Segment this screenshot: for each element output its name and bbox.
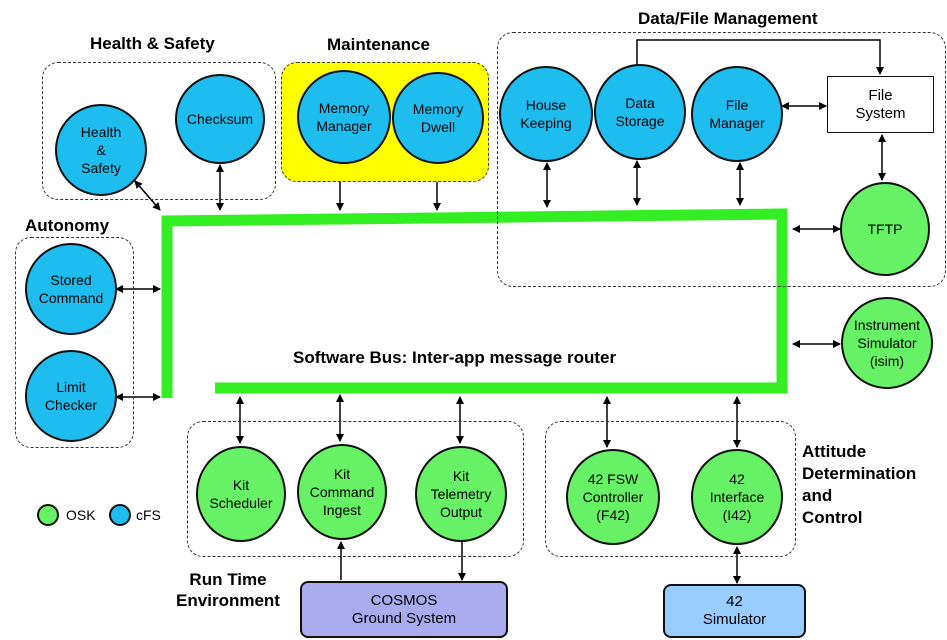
run-time-environment-group: [187, 421, 524, 557]
file-system-node: File System: [827, 76, 934, 133]
kit-scheduler-node: Kit Scheduler: [196, 446, 286, 542]
checksum-node: Checksum: [175, 74, 265, 164]
memory-manager-node: Memory Manager: [297, 70, 391, 164]
file-manager-node: File Manager: [691, 66, 783, 162]
health-safety-title: Health & Safety: [90, 34, 215, 53]
data-storage-node: Data Storage: [594, 64, 686, 160]
instrument-simulator-node: Instrument Simulator (isim): [841, 297, 933, 389]
cfs-legend-label: cFS: [136, 507, 161, 523]
adc-title: Attitude Determination and Control: [802, 442, 917, 527]
autonomy-title: Autonomy: [25, 216, 110, 235]
kit-command-ingest-node: Kit Command Ingest: [297, 444, 387, 540]
memory-dwell-node: Memory Dwell: [392, 72, 484, 164]
adc-group: [545, 421, 796, 557]
interface-42-node: 42 Interface (I42): [691, 449, 783, 545]
software-bus-label: Software Bus: Inter-app message router: [293, 348, 617, 367]
house-keeping-node: House Keeping: [499, 66, 593, 162]
data-file-management-group: [497, 32, 946, 287]
software-bus: [161, 208, 788, 398]
osk-legend-dot: [37, 504, 59, 526]
limit-checker-node: Limit Checker: [25, 350, 117, 442]
autonomy-group: [15, 237, 134, 448]
osk-legend-label: OSK: [66, 507, 96, 523]
stored-command-node: Stored Command: [25, 243, 117, 335]
maintenance-title: Maintenance: [327, 35, 430, 54]
connector-health-safety: [134, 180, 161, 211]
kit-telemetry-output-node: Kit Telemetry Output: [415, 446, 507, 542]
health-safety-node: Health & Safety: [55, 104, 147, 196]
connector-storage-filesystem: [636, 39, 884, 75]
fsw-controller-node: 42 FSW Controller (F42): [566, 449, 660, 545]
run-time-environment-title: Run Time Environment: [176, 570, 280, 610]
health-safety-group: [42, 62, 276, 200]
cfs-legend-dot: [109, 504, 131, 526]
data-file-management-title: Data/File Management: [638, 9, 818, 28]
cosmos-ground-system-node: COSMOS Ground System: [300, 581, 508, 638]
simulator-42-node: 42 Simulator: [663, 584, 806, 638]
tftp-node: TFTP: [840, 182, 930, 276]
